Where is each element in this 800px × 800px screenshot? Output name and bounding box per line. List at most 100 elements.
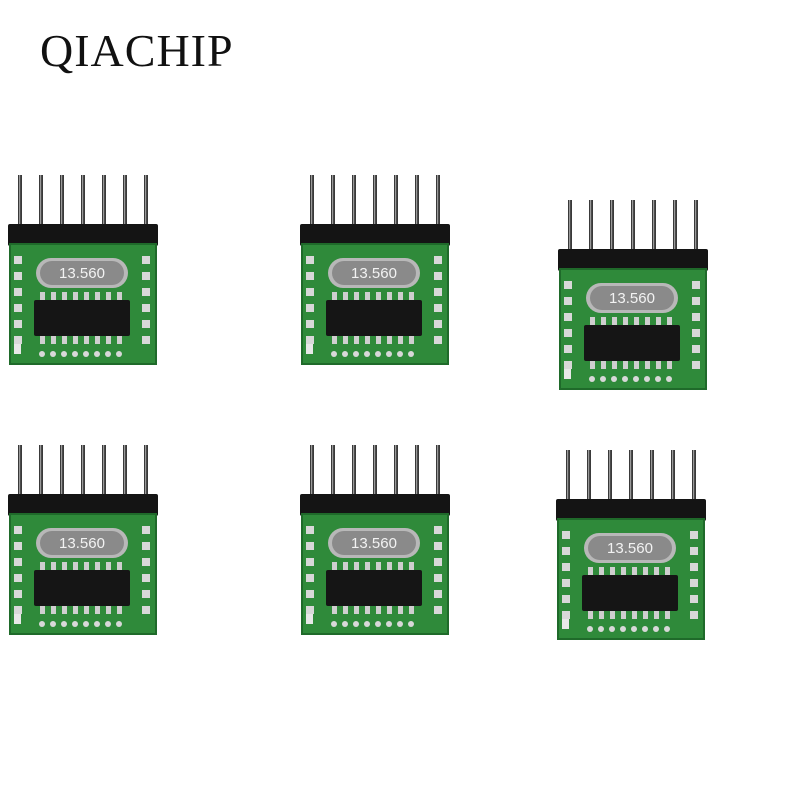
led: [14, 614, 21, 624]
chip-leg: [409, 562, 414, 570]
chip-leg: [84, 606, 89, 614]
ic-chip: [326, 300, 422, 336]
chip-leg: [610, 567, 615, 575]
solder-pad: [14, 574, 22, 582]
via-pad: [642, 626, 648, 632]
chip-leg: [365, 336, 370, 344]
via-pad: [331, 351, 337, 357]
via-pad: [386, 621, 392, 627]
via-pad: [83, 351, 89, 357]
via-pad: [72, 621, 78, 627]
chip-leg: [51, 292, 56, 300]
chip-leg: [354, 562, 359, 570]
solder-pad: [306, 256, 314, 264]
solder-pad: [14, 304, 22, 312]
chip-leg: [634, 361, 639, 369]
chip-leg: [643, 567, 648, 575]
chip-leg: [106, 336, 111, 344]
solder-pad: [564, 345, 572, 353]
crystal-label: 13.560: [351, 265, 397, 282]
solder-pad: [306, 272, 314, 280]
chip-leg: [387, 606, 392, 614]
solder-pad: [142, 542, 150, 550]
solder-pad: [434, 336, 442, 344]
chip-leg: [398, 606, 403, 614]
chip-leg: [654, 611, 659, 619]
solder-pad: [14, 256, 22, 264]
chip-leg: [73, 292, 78, 300]
solder-pad: [14, 590, 22, 598]
crystal-label: 13.560: [59, 265, 105, 282]
rf-module: 13.560: [0, 440, 160, 640]
via-pad: [655, 376, 661, 382]
pin-header: [556, 499, 706, 521]
chip-leg: [590, 361, 595, 369]
pin-header: [8, 494, 158, 516]
solder-pad: [690, 563, 698, 571]
chip-leg: [632, 567, 637, 575]
pcb-module-graphic: 13.560: [300, 445, 450, 635]
chip-leg: [354, 292, 359, 300]
via-pad: [72, 351, 78, 357]
chip-leg: [621, 567, 626, 575]
chip-leg: [387, 292, 392, 300]
chip-leg: [343, 562, 348, 570]
solder-pad: [142, 336, 150, 344]
pcb-module-graphic: 13.560: [8, 445, 158, 635]
chip-leg: [634, 317, 639, 325]
via-pad: [83, 621, 89, 627]
solder-pad: [564, 329, 572, 337]
rf-module: 13.560: [548, 445, 708, 645]
ic-chip: [34, 570, 130, 606]
via-pad: [609, 626, 615, 632]
chip-leg: [95, 336, 100, 344]
chip-leg: [621, 611, 626, 619]
via-pad: [600, 376, 606, 382]
solder-pad: [562, 547, 570, 555]
solder-pad: [434, 590, 442, 598]
chip-leg: [95, 562, 100, 570]
chip-leg: [623, 317, 628, 325]
solder-pad: [434, 256, 442, 264]
ic-chip: [582, 575, 678, 611]
chip-leg: [588, 611, 593, 619]
solder-pad: [564, 313, 572, 321]
chip-leg: [51, 606, 56, 614]
solder-pad: [142, 272, 150, 280]
chip-leg: [51, 562, 56, 570]
crystal-label: 13.560: [607, 540, 653, 557]
pin-header: [558, 249, 708, 271]
chip-leg: [332, 562, 337, 570]
chip-leg: [376, 336, 381, 344]
solder-pad: [562, 611, 570, 619]
led: [562, 619, 569, 629]
via-pad: [664, 626, 670, 632]
chip-leg: [95, 292, 100, 300]
via-pad: [94, 351, 100, 357]
crystal-label: 13.560: [609, 290, 655, 307]
via-pad: [61, 621, 67, 627]
via-pad: [631, 626, 637, 632]
chip-leg: [84, 336, 89, 344]
solder-pad: [564, 281, 572, 289]
chip-leg: [62, 562, 67, 570]
solder-pad: [306, 320, 314, 328]
via-pad: [94, 621, 100, 627]
chip-leg: [106, 562, 111, 570]
chip-leg: [73, 606, 78, 614]
solder-pad: [142, 304, 150, 312]
via-pad: [620, 626, 626, 632]
chip-leg: [645, 361, 650, 369]
solder-pad: [14, 272, 22, 280]
via-pad: [116, 621, 122, 627]
solder-pad: [690, 611, 698, 619]
via-pad: [342, 621, 348, 627]
chip-leg: [106, 292, 111, 300]
chip-leg: [376, 562, 381, 570]
solder-pad: [692, 361, 700, 369]
chip-leg: [387, 562, 392, 570]
chip-leg: [62, 292, 67, 300]
chip-leg: [343, 336, 348, 344]
led: [564, 369, 571, 379]
via-pad: [598, 626, 604, 632]
